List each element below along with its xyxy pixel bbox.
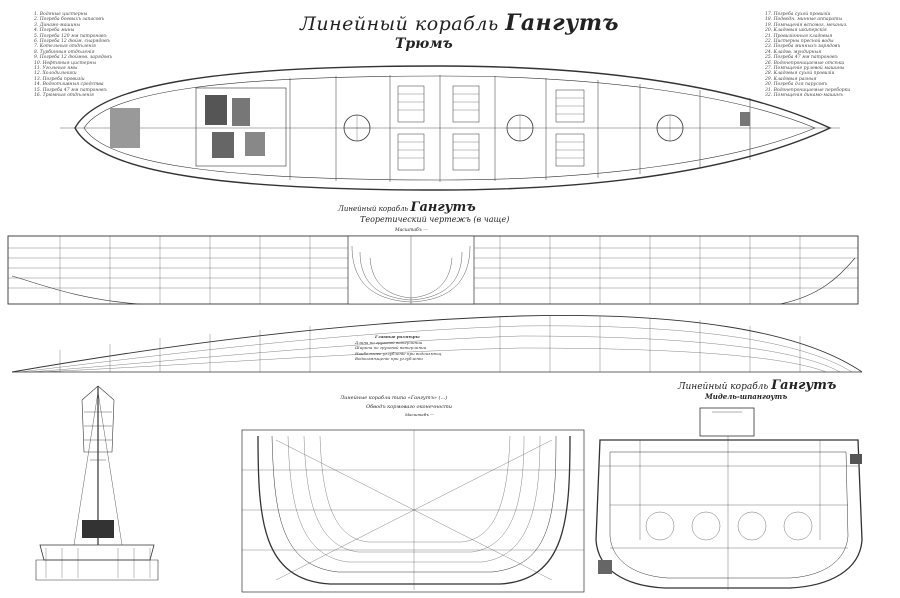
stern-caption-scale: Масштабъ --- — [405, 412, 435, 417]
legend-item: 24. Кладов. мундирныя — [765, 49, 822, 55]
legend-item: 4. Погреба мины — [34, 28, 75, 34]
legend-item: 17. Погреба сухой провизіи — [765, 12, 831, 17]
table-row: Длина по грузовой ватерлинии — [355, 339, 423, 345]
lines-caption: Линейный корабль Гангутъ — [338, 200, 476, 215]
lines-caption-scale: Масштабъ --- — [395, 228, 428, 233]
legend-item: 25. Погреба 47 мм патроновъ — [765, 55, 838, 61]
table-row: Ширина по грузовой ватерлинии — [355, 345, 427, 351]
table-row: Наибольшее углубленіе при водоизмѣщ. — [355, 350, 443, 356]
legend-item: 7. Котельныя отдѣленія — [34, 44, 96, 50]
ship-name: Гангутъ — [505, 10, 620, 36]
legend-right: 17. Погреба сухой провизіи 18. Подводн. … — [765, 12, 850, 99]
legend-item: 28. Кладовыя сухой провизіи — [765, 71, 835, 77]
lines-drawing — [7, 235, 863, 373]
mast-elevation — [35, 385, 159, 581]
legend-item: 30. Погреба для парусовъ — [765, 82, 827, 88]
stern-caption: Линейные корабли типа «Гангутъ» (...) — [340, 395, 448, 401]
legend-item: 16. Трюмныя отдѣленія — [34, 93, 94, 99]
title-prefix: Линейный корабль — [300, 13, 499, 35]
lines-caption-title: Теоретический чертежъ (в чаще) — [360, 215, 510, 224]
stern-contour — [241, 429, 585, 593]
midship-caption-prefix: Линейный корабль — [678, 382, 769, 392]
legend-item: 8. Турбинныя отдѣленія — [34, 49, 95, 55]
midship-caption-title: Мидель-шпангоутъ — [705, 392, 788, 401]
hold-plan-view — [60, 65, 840, 191]
legend-item: 31. Водонепроницаемые переборки — [765, 87, 851, 93]
legend-item: 11. Угольныя ямы — [34, 66, 78, 72]
legend-item: 13. Погреба провизіи — [34, 76, 85, 82]
stern-caption-title: Обводъ кормоваго оконечности — [366, 404, 452, 410]
lines-caption-name: Гангутъ — [410, 200, 476, 215]
legend-item: 15. Погреба 47 мм патроновъ — [34, 87, 107, 93]
lines-caption-prefix: Линейный корабль — [338, 205, 409, 213]
legend-item: 5. Погреба 120 мм патроновъ — [34, 33, 107, 39]
legend-item: 21. Провизіонныя кладовыя — [765, 33, 833, 39]
sheet-subtitle: Трюмъ — [395, 36, 453, 52]
legend-item: 26. Водонепроницаемые отсѣки — [765, 60, 845, 66]
legend-item: 9. Погреба 12 дюймов. зарядовъ — [34, 55, 113, 61]
table-header: Главные размѣры — [375, 334, 420, 339]
legend-item: 20. Кладовыя шкиперскія — [765, 28, 827, 34]
legend-item: 23. Погреба минныхъ зарядовъ — [765, 44, 841, 50]
legend-item: 1. Водяные цистерны — [34, 12, 88, 17]
legend-item: 19. Помѣщенія вспомог. механиз. — [765, 22, 848, 28]
legend-item: 12. Холодильники — [34, 71, 77, 77]
midship-caption-name: Гангутъ — [771, 378, 837, 393]
table-row: Водоизмѣщеніе при углубленіи — [355, 356, 423, 362]
legend-item: 6. Погреба 12 дюйм. снарядовъ — [34, 39, 110, 45]
legend-item: 18. Подводн. минные аппараты — [765, 17, 843, 23]
legend-item: 29. Кладовыя разныя — [765, 76, 817, 82]
legend-item: 2. Погреба боевыхъ запасовъ — [34, 17, 104, 23]
sheet-title: Линейный корабль Гангутъ — [300, 10, 619, 36]
legend-item: 32. Помѣщенія динамо-машинъ — [765, 93, 843, 99]
legend-item: 14. Водоотливныя средства — [34, 82, 104, 88]
legend-item: 27. Помѣщеніе рулевой машины — [765, 66, 845, 72]
legend-item: 22. Цистерны пресной воды — [765, 39, 834, 45]
dimensions-table: Главные размѣры Длина по грузовой ватерл… — [355, 334, 442, 362]
legend-left: 1. Водяные цистерны 2. Погреба боевыхъ з… — [34, 12, 112, 99]
midship-caption: Линейный корабль Гангутъ — [678, 378, 836, 393]
legend-item: 3. Динамо-машины — [34, 22, 81, 28]
legend-item: 10. Нефтяныя цистерны — [34, 60, 96, 66]
midship-section — [595, 407, 863, 590]
